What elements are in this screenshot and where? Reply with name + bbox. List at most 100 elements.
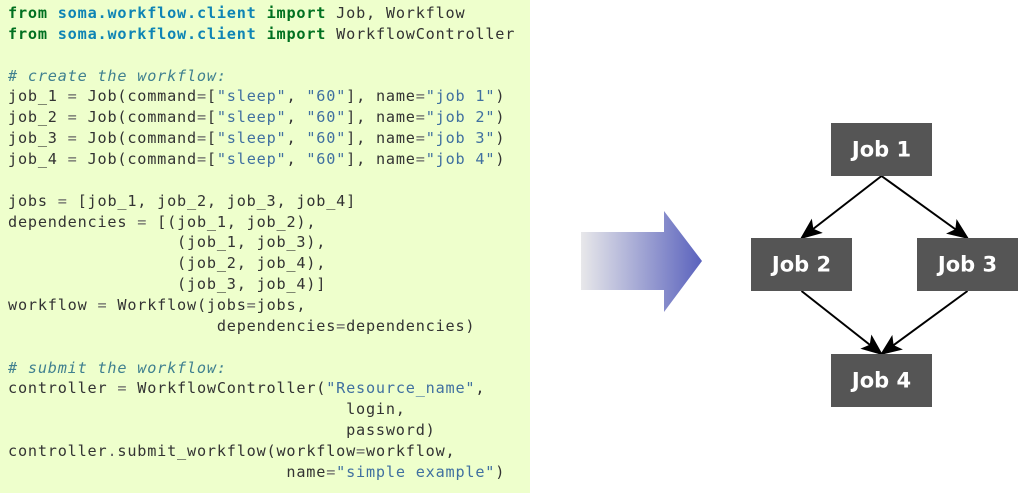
code-line: (job_1, job_3), [8,233,326,251]
code-line: password) [8,421,436,439]
code-line: job_1 = Job(command=["sleep", "60"], nam… [8,87,505,105]
dependency-arrow [800,290,884,356]
code-token: Job(command [77,87,197,106]
code-token: , [286,87,307,106]
code-token: from [8,24,48,43]
code-token: workflow, [366,442,456,461]
code-token: "sleep" [216,87,287,106]
job-node: Job 1 [831,123,932,176]
code-token: job_4 [8,150,68,169]
code-line: from soma.workflow.client import Job, Wo… [8,4,465,22]
code-token: controller [8,379,118,398]
code-token: = [415,150,426,169]
code-token: (job_1, job_3), [8,233,327,252]
code-token: = [67,129,78,148]
code-token: login, [8,400,406,419]
job-node: Job 4 [831,354,932,407]
code-token: # create the workflow: [8,66,227,85]
code-token: Job, Workflow [326,4,466,22]
code-line: # submit the workflow: [8,359,227,377]
code-token: dependencies [8,316,337,335]
code-token: controller [8,442,108,461]
code-token: "60" [306,108,347,127]
code-token: = [415,87,426,106]
code-token: = [97,296,108,315]
code-token: = [196,87,207,106]
job-node-label: Job 1 [850,138,911,162]
code-token: (job_3, job_4)] [8,275,327,294]
code-token: Job(command [77,108,197,127]
code-token: name [8,462,327,481]
code-token: job_3 [8,129,68,148]
code-token: = [415,129,426,148]
code-token: [job_1, job_2, job_3, job_4] [67,191,357,210]
code-line: # create the workflow: [8,67,227,85]
code-token: = [326,462,337,481]
code-token: dependencies [8,212,138,231]
code-token: = [67,108,78,127]
code-line: jobs = [job_1, job_2, job_3, job_4] [8,192,356,210]
code-token: = [356,442,366,461]
job-node-label: Job 3 [936,253,997,277]
code-token: # submit the workflow: [8,358,227,377]
code-token: , [286,108,307,127]
dependency-arrow [879,290,969,356]
code-token: = [57,191,68,210]
code-token: Job(command [77,150,197,169]
code-line: login, [8,400,406,418]
code-line: (job_2, job_4), [8,254,326,272]
python-code: from soma.workflow.client import Job, Wo… [8,3,515,483]
code-token: "job 4" [425,150,496,169]
code-token: import [266,24,327,43]
code-line: job_3 = Job(command=["sleep", "60"], nam… [8,129,505,147]
code-token: "simple example" [336,462,496,481]
code-panel: from soma.workflow.client import Job, Wo… [0,0,530,493]
code-line: from soma.workflow.client import Workflo… [8,25,515,43]
code-token: . [107,442,118,461]
code-token: = [415,108,426,127]
code-line: (job_3, job_4)] [8,275,326,293]
code-token: = [246,296,257,315]
code-token: WorkflowController [326,24,516,43]
code-token: ) [495,150,506,169]
code-token: "60" [306,150,347,169]
code-token: ) [495,87,506,106]
code-token: jobs, [256,296,307,315]
code-token: , [286,129,307,148]
code-token: password) [8,421,436,440]
job-node: Job 2 [751,238,852,291]
code-token: (job_2, job_4), [8,254,327,273]
job-node-box [751,238,852,291]
code-token: jobs [8,191,58,210]
code-line: dependencies = [(job_1, job_2), [8,213,316,231]
code-token: "60" [306,87,347,106]
code-token: , [286,150,307,169]
code-token: "sleep" [216,108,287,127]
code-token: [ [206,150,217,169]
code-token: soma.workflow.client [57,24,257,43]
code-token: [(job_1, job_2), [147,212,317,231]
job-node-label: Job 4 [850,369,911,393]
code-token: = [137,212,148,231]
dependency-arrow [799,175,883,240]
code-token: ], name [346,108,416,127]
job-node-box [831,123,932,176]
code-token: WorkflowController( [127,379,327,398]
code-token: = [196,129,207,148]
code-token: "sleep" [216,129,287,148]
code-token: ], name [346,87,416,106]
code-token: ], name [346,129,416,148]
code-token: submit_workflow(workflow [117,442,357,461]
code-token: "60" [306,129,347,148]
code-token: [ [206,108,217,127]
code-token: = [336,316,347,335]
code-token: job_1 [8,87,68,106]
code-token: soma.workflow.client [57,4,257,22]
code-token: "job 2" [425,108,496,127]
code-line: workflow = Workflow(jobs=jobs, [8,296,306,314]
dependency-arrow [880,175,970,240]
code-line: controller.submit_workflow(workflow=work… [8,442,456,460]
code-line: controller = WorkflowController("Resourc… [8,379,485,397]
code-token: [ [206,129,217,148]
